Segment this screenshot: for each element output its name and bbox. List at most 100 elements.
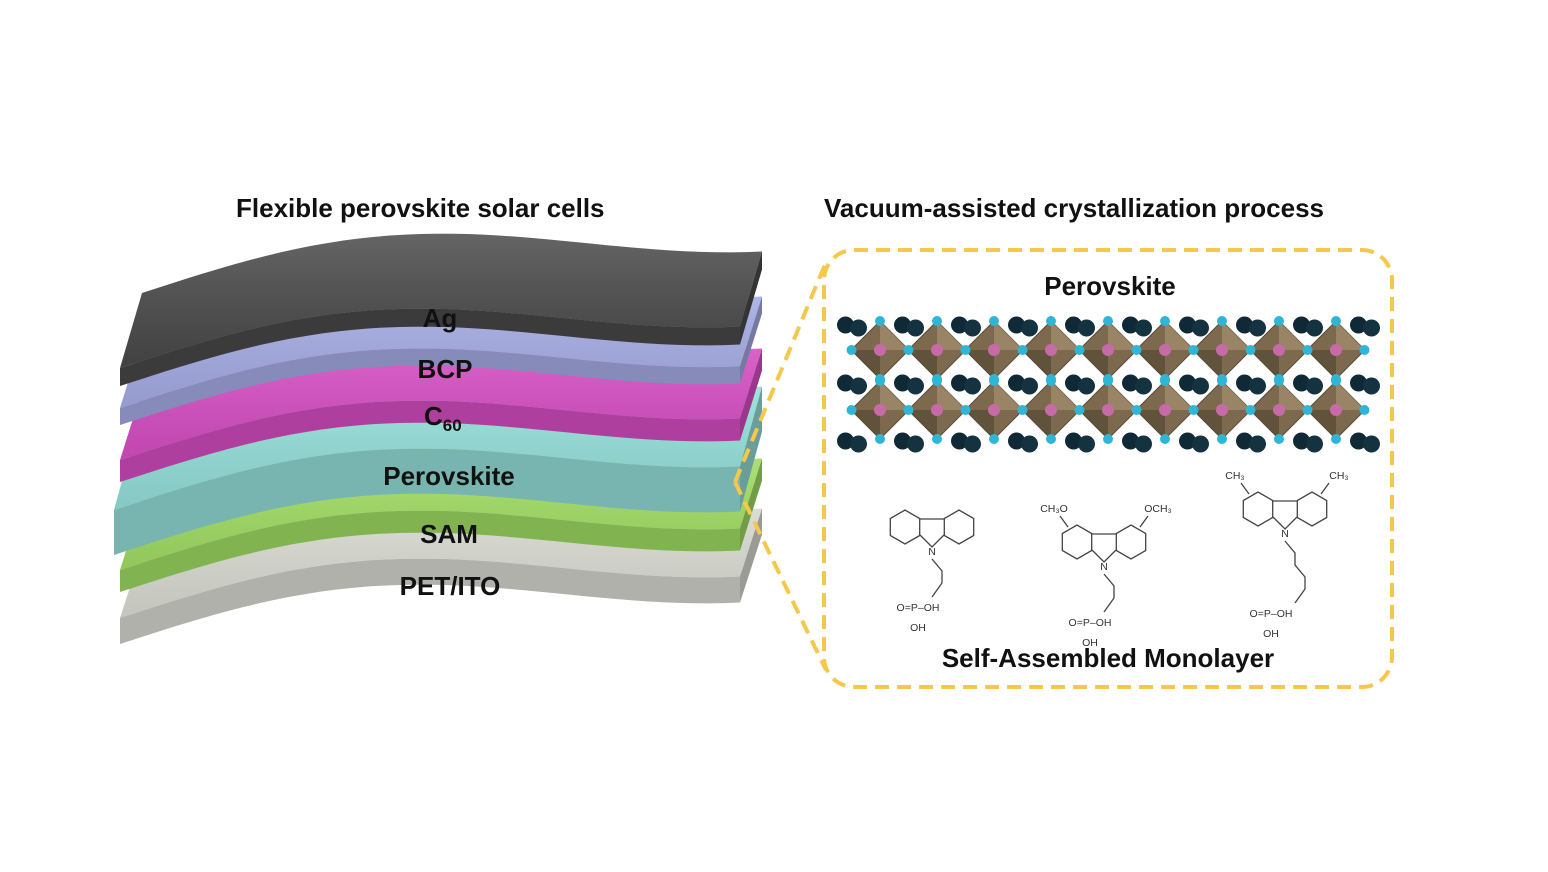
cation-atom (1350, 374, 1367, 392)
octahedron-facet-dark (965, 350, 994, 379)
lead-atom (1216, 344, 1228, 356)
right-panel-title: Vacuum-assisted crystallization process (824, 193, 1324, 223)
cation-atom (1236, 432, 1253, 450)
lead-atom (1216, 404, 1228, 416)
cation-atom (1350, 316, 1367, 334)
layer-front-edge (120, 400, 740, 482)
octahedron-facet-dark (1136, 350, 1165, 379)
sam-label: Self-Assembled Monolayer (942, 643, 1274, 673)
halide-atom (875, 434, 885, 444)
lead-atom (874, 404, 886, 416)
cation-atom (1236, 374, 1253, 392)
octahedron (1021, 380, 1081, 440)
cation-atom (1179, 432, 1196, 450)
octahedron-facet (880, 321, 909, 350)
lead-atom (1159, 404, 1171, 416)
layer-front-edge (120, 510, 740, 592)
cation-atom (1021, 319, 1038, 337)
cation-atom (1135, 435, 1152, 453)
halide-atom (989, 316, 999, 326)
octahedron-facet (994, 381, 1023, 410)
layer-label-c60-sub: 60 (443, 416, 462, 435)
halide-atom (1046, 316, 1056, 326)
cation-atom (1065, 432, 1082, 450)
cation-atom (1179, 316, 1196, 334)
halide-atom (1245, 345, 1256, 355)
octahedron-facet (994, 321, 1023, 350)
halide-atom (903, 405, 914, 415)
halide-atom (960, 345, 971, 355)
cation-atom (1249, 319, 1266, 337)
halide-atom (1074, 405, 1085, 415)
hydroxyl-label: OH (1263, 628, 1279, 640)
halide-atom (1217, 316, 1227, 326)
halide-atom (1160, 376, 1170, 386)
cation-atom (907, 377, 924, 395)
halide-atom (1331, 434, 1341, 444)
lead-atom (988, 344, 1000, 356)
cation-atom (1363, 435, 1380, 453)
octahedron-facet (880, 381, 909, 410)
halide-atom (932, 316, 942, 326)
cation-atom (1135, 377, 1152, 395)
cation-atom (1078, 377, 1095, 395)
alkyl-chain-end (1103, 597, 1115, 613)
octahedron-facet-dark (1079, 350, 1108, 379)
halide-atom (1359, 405, 1370, 415)
lead-atom (931, 404, 943, 416)
octahedron-facet (1051, 321, 1080, 350)
lead-atom (1102, 404, 1114, 416)
cation-atom (1008, 316, 1025, 334)
benzene-ring (1296, 491, 1328, 527)
octahedron-facet (1108, 321, 1137, 350)
cation-atom (1192, 435, 1209, 453)
layer-label-perovskite: Perovskite (383, 461, 515, 491)
octahedron-facet (1279, 381, 1308, 410)
octahedron (850, 380, 910, 440)
layer-label-ag: Ag (423, 303, 458, 333)
layer-front-edge (120, 348, 740, 425)
layer-front-edge (120, 308, 740, 386)
benzene-ring (943, 509, 975, 545)
phosphonic-acid-label: O=P–OH (897, 602, 940, 614)
cation-atom (1078, 435, 1095, 453)
alkyl-chain-end (1294, 588, 1306, 604)
cation-atom (1293, 316, 1310, 334)
layer-side-edge (740, 386, 762, 512)
octahedron-facet (1165, 321, 1194, 350)
pyrrole-ring (919, 518, 945, 548)
lead-atom (1330, 404, 1342, 416)
halide-atom (875, 316, 885, 326)
octahedron-facet-dark (1193, 410, 1222, 439)
cation-atom (964, 377, 981, 395)
halide-atom (1046, 434, 1056, 444)
hydroxyl-label: OH (910, 622, 926, 634)
halide-atom (1103, 376, 1113, 386)
substituent-right-label: OCH₃ (1144, 503, 1172, 515)
halide-atom (1160, 316, 1170, 326)
cation-atom (1192, 377, 1209, 395)
cation-atom (1065, 316, 1082, 334)
cation-atom (1306, 319, 1323, 337)
halide-atom (1302, 345, 1313, 355)
octahedron-facet (1336, 321, 1365, 350)
halide-atom (1188, 405, 1199, 415)
lead-atom (1330, 344, 1342, 356)
octahedron-facet (1222, 381, 1251, 410)
octahedron (1078, 320, 1138, 380)
layer-ag (120, 233, 762, 386)
layer-front-edge (120, 558, 740, 644)
octahedron-facet (937, 381, 966, 410)
halide-atom (1103, 434, 1113, 444)
octahedron-facet (1108, 381, 1137, 410)
layer-label-c60-main: C (424, 401, 443, 431)
zoom-line-bottom (733, 481, 828, 671)
cation-atom (951, 316, 968, 334)
octahedron-facet (1336, 381, 1365, 410)
layer-top-shade (120, 233, 762, 368)
zoom-frame (822, 248, 1394, 689)
layer-labels: Ag BCP C60 Perovskite SAM PET/ITO (383, 303, 515, 601)
